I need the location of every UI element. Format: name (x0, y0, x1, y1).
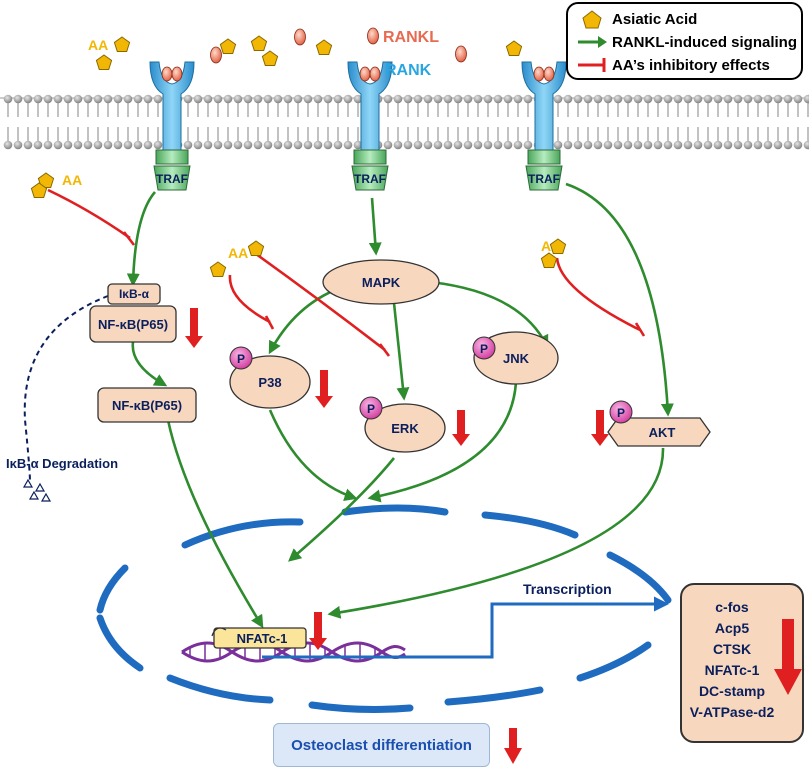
pentagon-icon (582, 10, 602, 29)
osteoclast-differentiation-box: Osteoclast differentiation (273, 723, 490, 767)
transcription-label: Transcription (523, 581, 612, 597)
asiatic-acid-pentagon (95, 54, 113, 70)
gene-item: V-ATPase-d2 (689, 704, 775, 720)
outcome-label: Osteoclast differentiation (291, 736, 472, 754)
gene-item: NFATc-1 (704, 662, 760, 678)
dna-helix (181, 641, 406, 663)
cell-membrane (0, 94, 809, 150)
ikb-node: IκB-α (107, 283, 161, 305)
ikb-label: IκB-α (119, 287, 150, 301)
red-inhibitor-icon (578, 58, 606, 72)
p38-node: P38 (229, 355, 311, 409)
gene-item: c-fos (715, 599, 749, 615)
nfatc1-node: NFATc-1 (211, 627, 307, 649)
p38-label: P38 (258, 375, 281, 390)
gene-item: CTSK (712, 641, 752, 657)
asiatic-acid-pentagon (113, 36, 131, 52)
traf-label-3: TRAF (528, 172, 560, 186)
asiatic-acid-pentagon (549, 238, 567, 254)
jnk-label: JNK (503, 351, 530, 366)
aa-top-label: AA (88, 37, 108, 53)
svg-text:P: P (617, 406, 625, 420)
traf-label-2: TRAF (354, 172, 386, 186)
gene-item: DC-stamp (698, 683, 766, 699)
rankl-ligand (210, 46, 222, 64)
legend: Asiatic Acid RANKL-induced signaling AA’… (566, 2, 803, 80)
green-arrow-icon (578, 36, 607, 48)
down-arrow-icon (185, 308, 203, 348)
legend-item-aa-inhibitory: AA’s inhibitory effects (576, 54, 770, 76)
asiatic-acid-pentagon (30, 182, 48, 198)
legend-item-asiatic-acid: Asiatic Acid (576, 8, 697, 30)
akt-node: AKT (607, 417, 711, 447)
phospho-p38: P (229, 346, 253, 370)
nfatc1-label: NFATc-1 (237, 631, 288, 646)
nucleus-envelope (96, 504, 672, 713)
mapk-label: MAPK (362, 275, 401, 290)
down-arrow-icon (315, 370, 333, 408)
aa-mapk-label: AA (228, 245, 248, 261)
rankl-ligand (294, 28, 306, 46)
asiatic-acid-pentagon (261, 50, 279, 66)
gene-item: Acp5 (714, 620, 750, 636)
rank-label: RANK (385, 62, 432, 79)
ikb-degradation-label: IκB-α Degradation (6, 456, 118, 471)
down-arrow-icon (774, 619, 802, 695)
nfkb-translocated-node: NF-κB(P65) (97, 387, 197, 423)
rankl-ligand (455, 45, 467, 63)
rank-receptor-1: TRAF (149, 61, 195, 191)
erk-node: ERK (364, 403, 446, 453)
rank-receptor-2: TRAF (347, 61, 393, 191)
asiatic-acid-pentagon (209, 261, 227, 277)
svg-text:P: P (367, 402, 375, 416)
legend-item-rankl-signaling: RANKL-induced signaling (576, 31, 797, 53)
asiatic-acid-pentagon (250, 35, 268, 51)
asiatic-acid-pentagon (505, 40, 523, 56)
asiatic-acid-pentagon (540, 252, 558, 268)
svg-text:P: P (237, 352, 245, 366)
down-arrow-icon (452, 410, 470, 446)
nfkb-label-2: NF-κB(P65) (112, 398, 182, 413)
phospho-akt: P (609, 400, 633, 424)
rankl-label: RANKL (383, 29, 439, 46)
rank-receptor-3: TRAF (521, 61, 567, 191)
asiatic-acid-pentagon (315, 39, 333, 55)
down-arrow-icon (591, 410, 609, 446)
aa-left-label: AA (62, 172, 82, 188)
akt-label: AKT (649, 425, 676, 440)
erk-label: ERK (391, 421, 419, 436)
down-arrow-icon (504, 728, 522, 764)
down-arrow-icon (309, 612, 327, 650)
nfkb-label-1: NF-κB(P65) (98, 317, 168, 332)
traf-label-1: TRAF (156, 172, 188, 186)
asiatic-acid-pentagon (219, 38, 237, 54)
rankl-ligand (367, 27, 379, 45)
phospho-erk: P (359, 396, 383, 420)
nfkb-cytoplasmic-node: NF-κB(P65) (89, 305, 177, 343)
transcription-arrow (262, 596, 669, 659)
degraded-fragments (22, 478, 52, 502)
svg-text:P: P (480, 342, 488, 356)
asiatic-acid-pentagon (247, 240, 265, 256)
degradation-dashed-line (23, 295, 109, 483)
mapk-node: MAPK (322, 259, 440, 305)
aa-inhibitory-lines (47, 188, 646, 357)
phospho-jnk: P (472, 336, 496, 360)
